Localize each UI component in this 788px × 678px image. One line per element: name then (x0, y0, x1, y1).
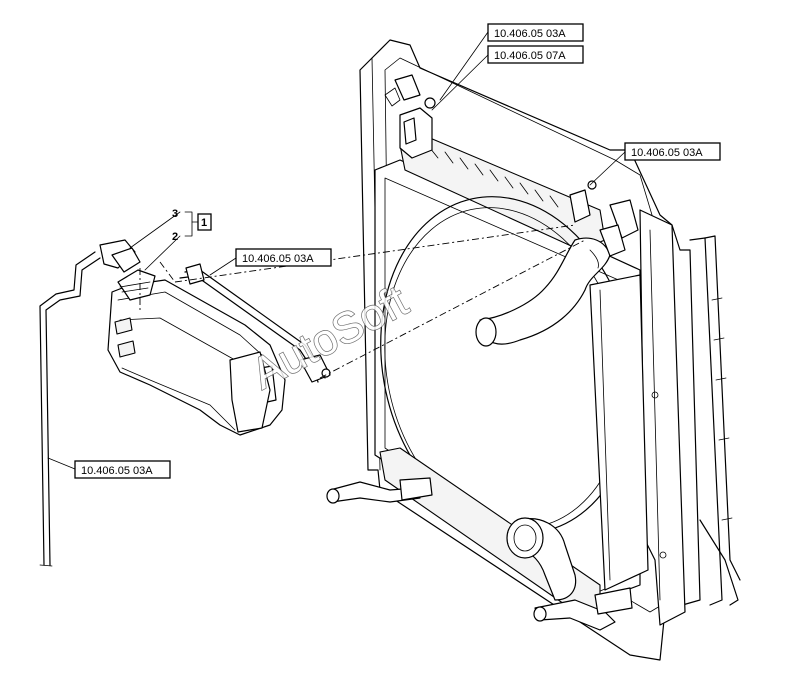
upper-hose (475, 224, 626, 347)
callout-right[interactable]: 10.406.05 03A (624, 142, 721, 161)
item-number-1-box[interactable]: 1 (197, 213, 212, 231)
callout-tank[interactable]: 10.406.05 03A (235, 248, 332, 267)
callout-hose[interactable]: 10.406.05 03A (74, 460, 171, 479)
upper-brackets (394, 74, 639, 239)
callout-leaders (47, 31, 626, 470)
item-number-2[interactable]: 2 (172, 231, 178, 243)
callout-top-1[interactable]: 10.406.05 03A (487, 23, 584, 42)
callout-top-2-label: 10.406.05 07A (494, 50, 566, 62)
callout-tank-label: 10.406.05 03A (242, 253, 314, 265)
callout-hose-label: 10.406.05 03A (81, 465, 153, 477)
expansion-tank (107, 269, 286, 436)
callout-right-label: 10.406.05 03A (631, 147, 703, 159)
item-number-1: 1 (201, 217, 207, 229)
item-number-3[interactable]: 3 (172, 208, 178, 220)
callout-top-1-label: 10.406.05 03A (494, 28, 566, 40)
lower-hose (506, 517, 577, 601)
lower-fittings (326, 477, 633, 631)
callout-top-2[interactable]: 10.406.05 07A (487, 45, 584, 64)
overflow-pipe (39, 239, 141, 567)
alignment-lines (139, 224, 586, 379)
